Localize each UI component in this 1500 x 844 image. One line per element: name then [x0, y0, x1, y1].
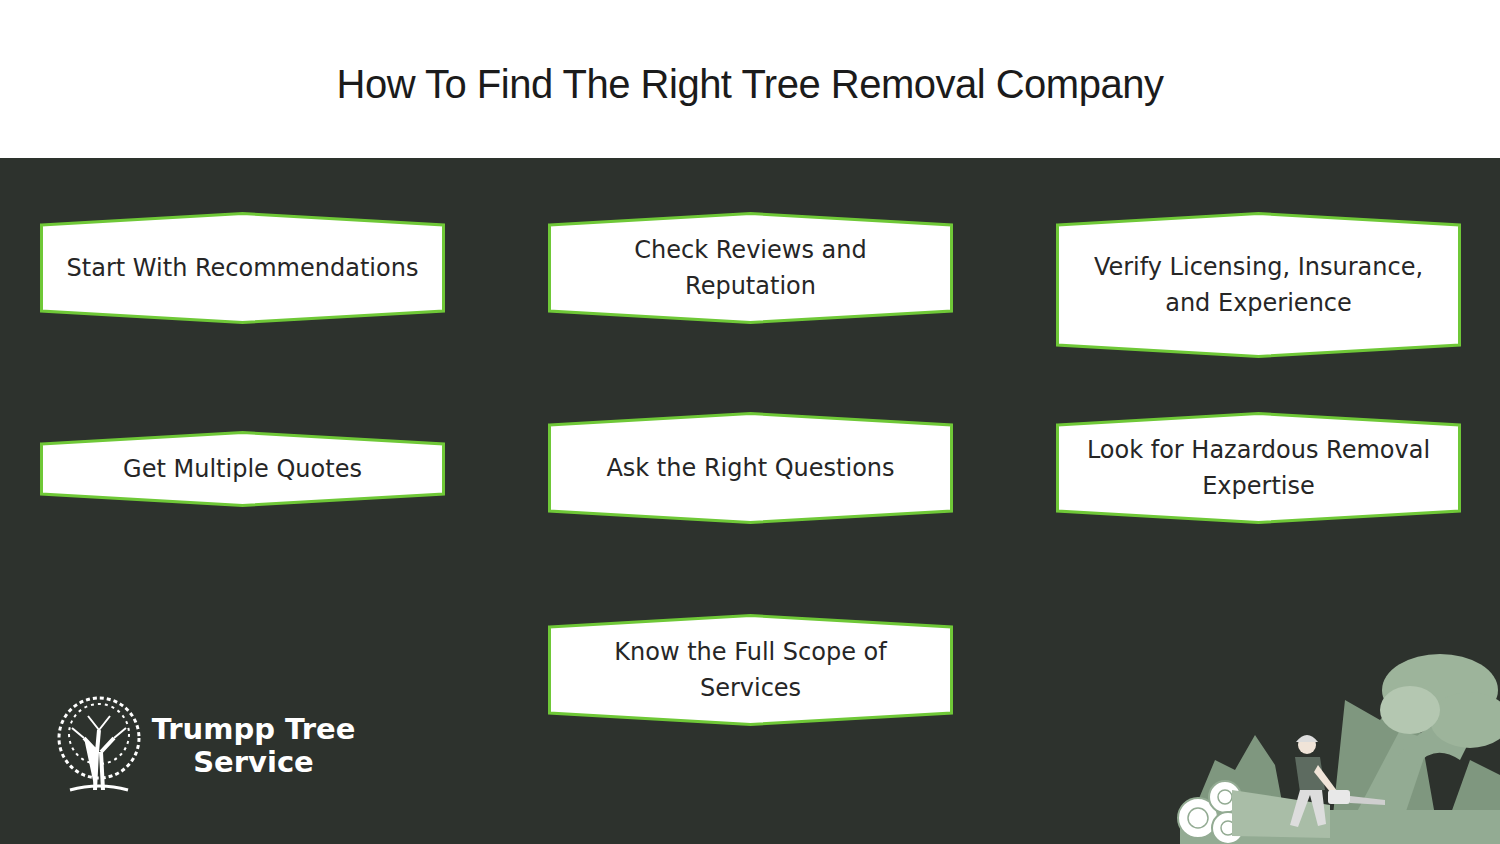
- hexagon-step-box: Get Multiple Quotes: [40, 431, 445, 507]
- hexagon-shape: [1058, 414, 1460, 523]
- hexagon-outline: [1056, 212, 1461, 358]
- hexagon-shape: [1058, 214, 1460, 357]
- hexagon-outline: [1056, 412, 1461, 524]
- hexagon-step-box: Check Reviews and Reputation: [548, 212, 953, 324]
- step-text: Start With Recommendations: [45, 250, 441, 286]
- hexagon-shape: [550, 214, 952, 323]
- company-logo-text: Trumpp Tree Service: [146, 713, 361, 779]
- hexagon-step-box: Verify Licensing, Insurance, and Experie…: [1056, 212, 1461, 358]
- hexagon-step-box: Start With Recommendations: [40, 212, 445, 324]
- hexagon-shape: [42, 433, 444, 506]
- hexagon-outline: [548, 614, 953, 726]
- step-text: Ask the Right Questions: [584, 450, 916, 486]
- hexagon-step-box: Know the Full Scope of Services: [548, 614, 953, 726]
- logo-tree-icon: [59, 698, 139, 790]
- hexagon-shape: [42, 214, 444, 323]
- step-text: Get Multiple Quotes: [101, 451, 384, 487]
- hexagon-outline: [548, 212, 953, 324]
- hexagon-shape: [550, 616, 952, 725]
- diagram-title: How To Find The Right Tree Removal Compa…: [0, 62, 1500, 107]
- step-text: Check Reviews and Reputation: [548, 232, 953, 304]
- hexagon-step-box: Ask the Right Questions: [548, 412, 953, 524]
- step-text: Know the Full Scope of Services: [548, 634, 953, 706]
- step-text: Verify Licensing, Insurance, and Experie…: [1056, 249, 1461, 321]
- hexagon-step-box: Look for Hazardous Removal Expertise: [1056, 412, 1461, 524]
- tree-cutting-illustration: [1178, 654, 1500, 844]
- step-text: Look for Hazardous Removal Expertise: [1056, 432, 1461, 504]
- hexagon-shape: [550, 414, 952, 523]
